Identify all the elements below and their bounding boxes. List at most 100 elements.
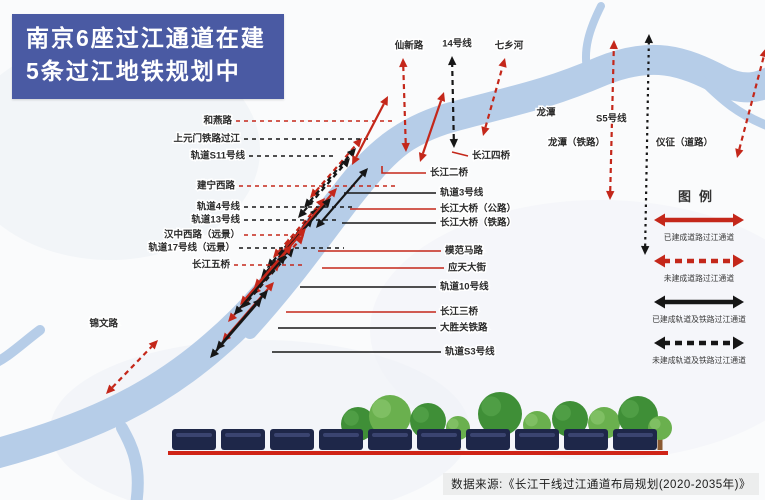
arrow-shaft: [402, 66, 407, 144]
train-window: [225, 433, 261, 437]
tree-highlight: [481, 396, 502, 417]
legend-arrow-head: [733, 213, 744, 227]
river-path: [0, 44, 765, 469]
train-car: [613, 429, 657, 450]
crossing-label: 长江二桥: [430, 167, 469, 179]
train-car: [270, 429, 314, 450]
arrow-shaft: [355, 103, 385, 158]
crossing-arrow: [316, 168, 368, 228]
crossing-label: 锦文路: [89, 318, 118, 330]
arrow-head: [210, 348, 220, 358]
rail-built-arrow-sample: [654, 295, 744, 309]
train-window: [176, 433, 212, 437]
arrow-shaft: [321, 174, 363, 222]
train-illustration: [168, 429, 668, 455]
legend-arrow-head: [733, 254, 744, 268]
crossing-label: 轨道17号线（远景）: [148, 242, 235, 254]
crossing-label: 上元门铁路过江: [173, 133, 240, 145]
crossing-label: 轨道4号线: [197, 201, 241, 213]
crossing-arrow: [606, 40, 618, 200]
tree-highlight: [372, 399, 392, 419]
crossing-label: 和燕路: [202, 115, 232, 127]
arrow-head: [606, 190, 615, 200]
arrow-head: [285, 238, 295, 248]
legend-title: 图例: [677, 189, 720, 204]
crossing-label: 大胜关铁路: [440, 322, 488, 334]
crossing-arrow: [210, 298, 262, 358]
crossing-arrow: [310, 138, 362, 198]
legend-arrow-head: [654, 254, 665, 268]
tree-trunk: [657, 436, 663, 450]
source-note: 数据来源:《长江干线过江通道布局规划(2020-2035年)》: [443, 473, 759, 495]
arrow-head: [437, 92, 446, 102]
arrow-head: [735, 148, 744, 158]
train-car: [417, 429, 461, 450]
crossing-arrow: [304, 148, 356, 208]
train-window: [519, 433, 555, 437]
legend-items: 已建成道路过江通道未建成道路过江通道已建成轨道及铁路过江通道未建成轨道及铁路过江…: [633, 211, 765, 366]
train-car: [368, 429, 412, 450]
crossing-arrow: [447, 56, 459, 148]
arrow-head: [298, 208, 308, 218]
train-car: [515, 429, 559, 450]
crossing-arrow: [352, 96, 388, 165]
arrow-shaft: [315, 144, 357, 192]
arrow-shaft: [309, 154, 351, 202]
legend-arrow-head: [733, 336, 744, 350]
train-car: [564, 429, 608, 450]
train-car: [172, 429, 216, 450]
crossing-label: 轨道3号线: [440, 187, 484, 199]
arrow-head: [310, 188, 320, 198]
arrow-head: [228, 312, 238, 322]
arrow-shaft: [278, 204, 320, 252]
legend-arrow-head: [654, 213, 665, 227]
arrow-shaft: [239, 261, 281, 309]
tree-highlight: [447, 418, 459, 430]
arrow-head: [358, 168, 368, 178]
crossing-arrow: [399, 58, 410, 152]
arrow-shaft: [644, 42, 650, 247]
tree-highlight: [621, 400, 639, 418]
arrow-head: [447, 56, 457, 66]
crossing-arrow: [640, 34, 654, 255]
arrow-head: [352, 138, 362, 148]
crossing-label: 长江五桥: [192, 259, 231, 271]
crossing-label: 应天大街: [448, 262, 487, 274]
train-window: [274, 433, 310, 437]
train-window: [323, 433, 359, 437]
crossing-arrow: [234, 255, 286, 315]
crossing-arrow: [735, 49, 765, 158]
title-line-1: 南京6座过江通道在建: [26, 25, 266, 51]
river-path: [116, 422, 144, 500]
crossing-arrow: [298, 158, 350, 218]
train-window: [470, 433, 506, 437]
crossing-label: 汉中西路（远景）: [164, 229, 240, 241]
arrow-shaft: [484, 66, 504, 128]
crossing-arrow: [481, 58, 507, 136]
legend-item: 未建成道路过江通道: [633, 252, 765, 284]
track-line: [168, 451, 668, 455]
train-car: [466, 429, 510, 450]
train-car: [319, 429, 363, 450]
train-window: [568, 433, 604, 437]
crossing-label: 长江三桥: [440, 306, 479, 318]
leader-line: [381, 166, 426, 174]
tree-icon: [478, 392, 522, 450]
crossing-label: 龙潭（铁路）: [547, 137, 605, 149]
arrow-head: [449, 138, 459, 148]
tree-highlight: [649, 418, 661, 430]
arrow-head: [258, 290, 268, 300]
crossing-label: 仙新路: [395, 40, 424, 52]
legend-arrow-head: [733, 295, 744, 309]
train-window: [372, 433, 408, 437]
arrow-head: [264, 282, 274, 292]
arrow-shaft: [609, 48, 615, 192]
arrow-head: [340, 158, 350, 168]
arrow-head: [352, 155, 360, 165]
arrow-head: [282, 245, 292, 255]
arrow-head: [316, 218, 326, 228]
legend-panel: 图例 已建成道路过江通道未建成道路过江通道已建成轨道及铁路过江通道未建成轨道及铁…: [633, 186, 765, 375]
legend-item-label: 已建成轨道及铁路过江通道: [652, 314, 746, 324]
arrow-head: [346, 148, 356, 158]
